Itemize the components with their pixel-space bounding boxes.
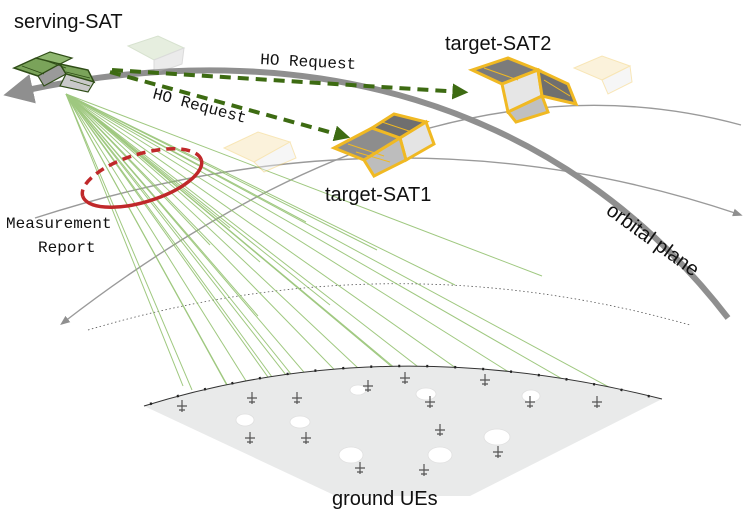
beam-line xyxy=(65,93,211,246)
ue-antenna-icon xyxy=(480,374,490,386)
target-sat2-icon xyxy=(467,56,579,124)
beam-line xyxy=(65,93,301,423)
ho-request-label-2: HO Request xyxy=(151,85,248,127)
ue-antenna-icon xyxy=(247,392,257,404)
beam-line xyxy=(65,93,619,393)
serving-sat-label: serving-SAT xyxy=(14,11,123,33)
beam-line xyxy=(65,93,259,401)
beam-line xyxy=(65,93,247,421)
ue-antenna-icon xyxy=(292,392,302,404)
measurement-report-label-line2: Report xyxy=(38,239,96,257)
beam-line xyxy=(65,93,586,393)
measurement-report-ring xyxy=(80,147,204,209)
target-sat1-icon xyxy=(330,112,436,178)
ue-antenna-icon xyxy=(301,432,311,444)
beam-line xyxy=(65,93,193,391)
ho-request-arrow-target2 xyxy=(111,68,469,100)
ue-antenna-icon xyxy=(400,372,410,384)
ghost-satellite-serving xyxy=(126,35,186,75)
ho-request-label-1: HO Request xyxy=(260,51,357,74)
measurement-report-label-line1: Measurement xyxy=(6,215,112,233)
beam-line xyxy=(65,93,297,411)
beam-line xyxy=(65,93,543,277)
ue-antennas xyxy=(177,372,602,476)
beam-line xyxy=(65,93,259,317)
ue-antenna-icon xyxy=(592,396,602,408)
beam-line xyxy=(65,93,427,395)
ue-antenna-icon xyxy=(525,396,535,408)
target-sat2-label: target-SAT2 xyxy=(445,33,551,55)
ground-ues-label: ground UEs xyxy=(332,488,438,510)
beam-line xyxy=(65,93,261,263)
ue-antenna-icon xyxy=(493,446,503,458)
beam-line xyxy=(65,93,231,229)
ue-antenna-icon xyxy=(363,380,373,392)
beam-line xyxy=(65,93,456,286)
ghost-satellite-target1 xyxy=(222,131,297,173)
ue-antenna-icon xyxy=(355,462,365,474)
ghost-satellite-target2 xyxy=(572,55,633,95)
beam-line xyxy=(65,93,316,413)
beam-line xyxy=(65,93,491,393)
orbital-plane-label: orbital plane xyxy=(602,199,703,281)
ue-footprints xyxy=(235,384,541,464)
horizon-arc xyxy=(87,283,691,331)
ue-antenna-icon xyxy=(419,464,429,476)
beam-line xyxy=(65,93,361,397)
ue-antenna-icon xyxy=(435,424,445,436)
ho-request-arrow-target1 xyxy=(109,70,351,142)
serving-satellite-icon xyxy=(11,51,96,93)
beam-line xyxy=(65,93,331,306)
ground-edge xyxy=(143,365,663,407)
target-sat1-label: target-SAT1 xyxy=(325,184,431,206)
beam-line xyxy=(65,93,532,387)
ue-antenna-icon xyxy=(177,400,187,412)
beam-line xyxy=(65,93,184,387)
beam-line xyxy=(65,93,307,223)
beam-line xyxy=(65,93,378,251)
ue-antenna-icon xyxy=(245,432,255,444)
ue-antenna-icon xyxy=(425,396,435,408)
